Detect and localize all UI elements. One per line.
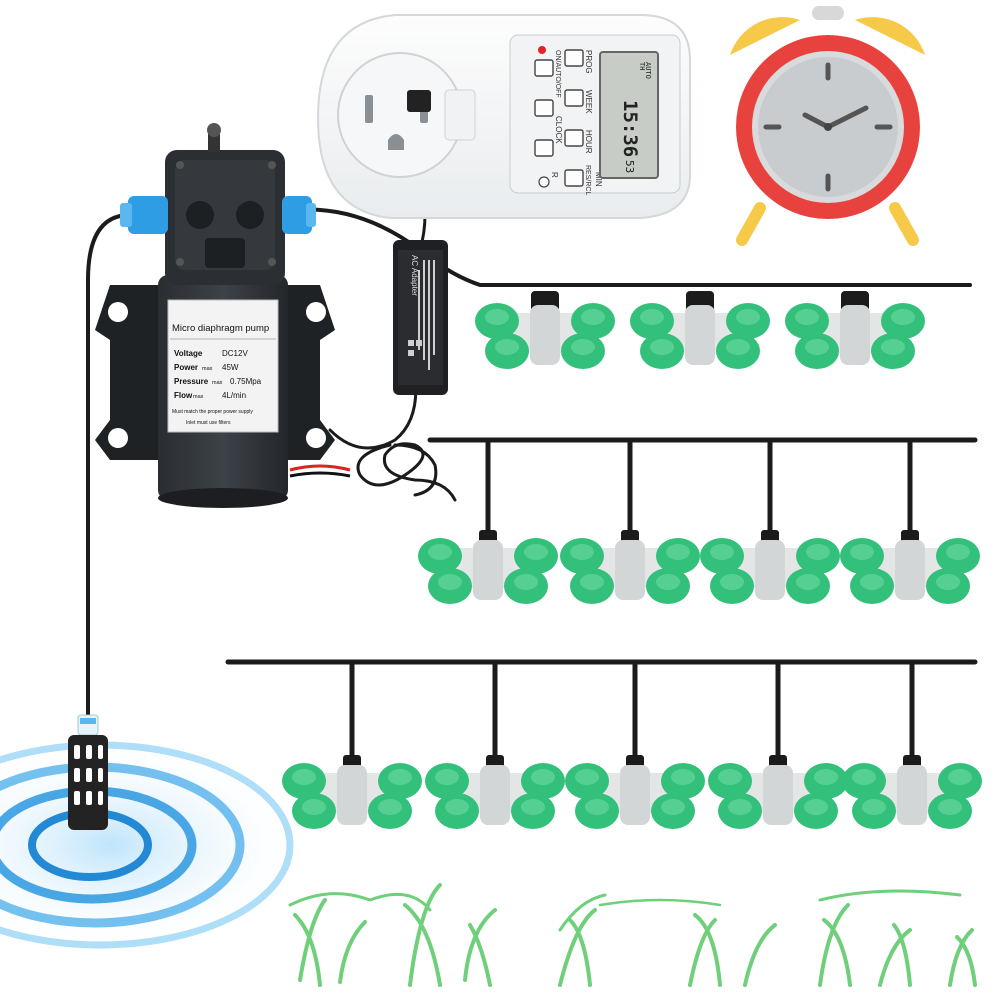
pump-power-sub: max (202, 366, 213, 372)
timer-button-min: MIN (594, 172, 603, 187)
lcd-mode: AUTO (644, 62, 652, 79)
pump-note-power: Must match the proper power supply (172, 409, 253, 415)
pump-lead-red (289, 464, 351, 472)
pump-lead-black (289, 471, 351, 478)
nozzle-10 (708, 662, 848, 829)
misting-nozzles (282, 291, 982, 829)
pump-voltage-value: DC12V (222, 349, 248, 358)
nozzle-0 (475, 291, 615, 369)
timer-button-res-rcl: RES/RCL (584, 165, 591, 195)
pump-pressure-sub: max (212, 380, 223, 386)
grass-icon (288, 883, 977, 987)
pump-flow-sub: max (193, 394, 204, 400)
pump-note-filter: Inlet must use filters (186, 420, 231, 426)
timer-button-hour: HOUR (584, 130, 593, 154)
nozzle-6 (840, 440, 980, 604)
adapter-title: AC Adapter (410, 255, 419, 296)
timer-button-clock: CLOCK (554, 116, 563, 144)
diaphragm-pump: Micro diaphragm pump Voltage DC12V Power… (95, 123, 335, 508)
pump-voltage-label: Voltage (174, 349, 203, 358)
pump-flow-label: Flow (174, 391, 193, 400)
plug-in-timer: PROG WEEK ON/AUTO/OFF HOUR CLOCK RES/RCL… (316, 14, 691, 219)
pump-power-label: Power (174, 363, 198, 372)
lcd-time: 15:36 (619, 100, 641, 157)
timer-button-prog: PROG (584, 50, 593, 74)
timer-lcd (599, 51, 659, 179)
pump-label (167, 299, 279, 433)
timer-button-week: WEEK (584, 90, 593, 114)
timer-button-r: R (550, 172, 559, 178)
nozzle-1 (630, 291, 770, 369)
nozzle-11 (842, 662, 982, 829)
timer-button-on-auto-off: ON/AUTO/OFF (554, 50, 561, 98)
nozzle-8 (425, 662, 565, 829)
water-ripple-icon (0, 735, 310, 955)
ac-adapter: AC Adapter (393, 240, 448, 395)
pump-title: Micro diaphragm pump (172, 323, 269, 334)
nozzle-7 (282, 662, 422, 829)
pump-pressure-label: Pressure (174, 377, 209, 386)
lcd-day: TH (638, 62, 646, 70)
nozzle-2 (785, 291, 925, 369)
inlet-filter (68, 714, 108, 830)
pump-pressure-value: 0.75Mpa (230, 377, 262, 386)
lcd-seconds: 53 (623, 160, 636, 173)
pump-flow-value: 4L/min (222, 391, 246, 400)
nozzle-9 (565, 662, 705, 829)
nozzle-5 (700, 440, 840, 604)
nozzle-3 (418, 440, 558, 604)
nozzle-4 (560, 440, 700, 604)
pump-power-value: 45W (222, 363, 239, 372)
alarm-clock-icon (730, 6, 925, 246)
